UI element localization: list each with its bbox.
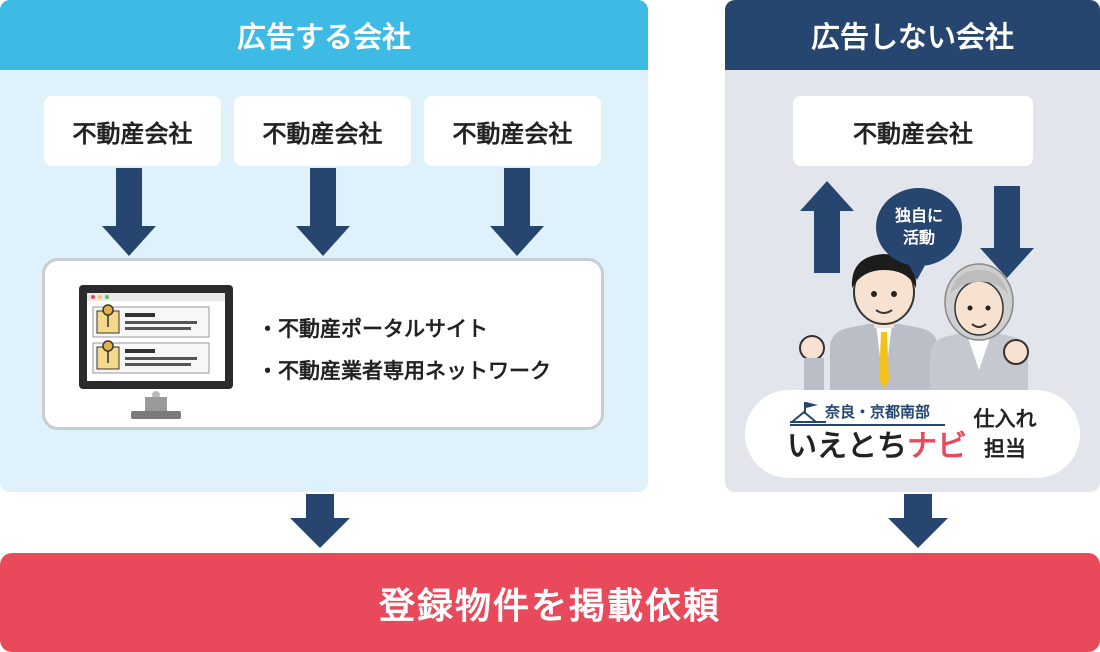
logo-name-black: いえとち bbox=[787, 429, 907, 464]
ietochi-navi-logo-box: 奈良・京都南部 いえとちナビ 仕入れ 担当 bbox=[745, 390, 1080, 478]
bubble-tail-icon bbox=[905, 258, 929, 280]
bubble-line-2: 活動 bbox=[902, 228, 935, 247]
arrow-down-icon bbox=[290, 494, 350, 548]
arrow-down-icon bbox=[888, 494, 948, 548]
arrow-up-icon bbox=[800, 181, 854, 273]
logo-underline bbox=[790, 424, 945, 426]
role-line-2: 担当 bbox=[984, 437, 1026, 461]
arrow-down-icon bbox=[980, 186, 1034, 278]
arrow-down-icon bbox=[296, 168, 350, 256]
advertising-companies-panel: 広告する会社 不動産会社 不動産会社 不動産会社 bbox=[0, 0, 648, 492]
arrow-down-icon bbox=[102, 168, 156, 256]
non-advertising-companies-title: 広告しない会社 bbox=[725, 0, 1100, 70]
arrow-down-icon bbox=[490, 168, 544, 256]
logo-name: いえとちナビ bbox=[787, 428, 967, 466]
logo-region-text: 奈良・京都南部 bbox=[825, 403, 931, 421]
broker-network-item: ・不動産業者専用ネットワーク bbox=[257, 359, 551, 383]
company-box-right: 不動産会社 bbox=[793, 96, 1033, 166]
listing-request-bar: 登録物件を掲載依頼 bbox=[0, 553, 1100, 652]
bubble-line-1: 独自に bbox=[894, 206, 943, 225]
logo-name-red: ナビ bbox=[907, 429, 967, 464]
company-box-3: 不動産会社 bbox=[424, 96, 601, 166]
portal-network-box: ・不動産ポータルサイト ・不動産業者専用ネットワーク bbox=[42, 258, 604, 430]
monitor-icon bbox=[79, 285, 233, 419]
purchase-role-label: 仕入れ 担当 bbox=[965, 404, 1045, 464]
role-line-1: 仕入れ bbox=[973, 407, 1037, 431]
company-box-1: 不動産会社 bbox=[44, 96, 221, 166]
portal-site-item: ・不動産ポータルサイト bbox=[257, 317, 488, 341]
staff-illustration-icon bbox=[799, 254, 1029, 390]
advertising-companies-title: 広告する会社 bbox=[0, 0, 648, 70]
company-box-2: 不動産会社 bbox=[234, 96, 411, 166]
house-flag-icon bbox=[790, 402, 826, 423]
independent-activity-bubble: 独自に 活動 bbox=[876, 188, 962, 266]
